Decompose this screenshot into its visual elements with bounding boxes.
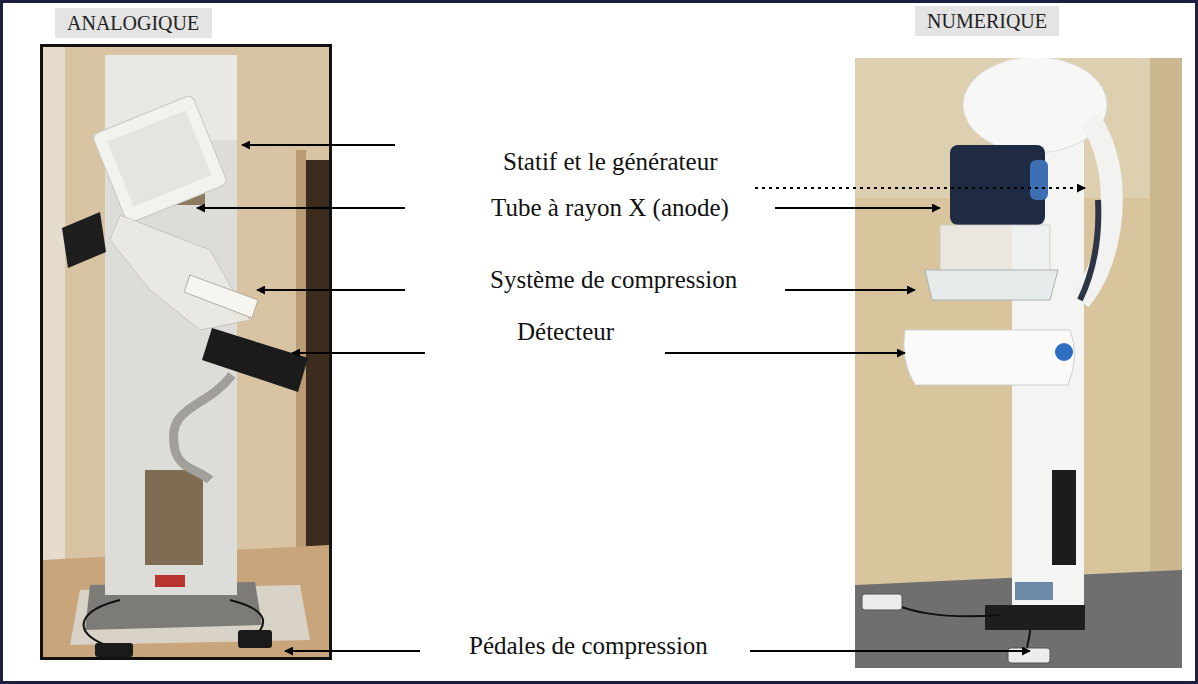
part-label: Statif et le générateur	[503, 147, 717, 177]
part-label: Pédales de compression	[469, 631, 708, 661]
heading-text: ANALOGIQUE	[67, 11, 200, 35]
analog-mammograph-photo	[43, 47, 329, 657]
leader-arrows	[197, 145, 1085, 651]
part-label: Système de compression	[490, 265, 737, 295]
digital-mammograph-photo	[855, 58, 1182, 668]
part-label: Tube à rayon X (anode)	[491, 193, 729, 223]
part-label: Détecteur	[517, 317, 614, 347]
heading-text: NUMERIQUE	[927, 9, 1047, 33]
heading-box: ANALOGIQUE	[55, 8, 212, 38]
heading-box: NUMERIQUE	[915, 6, 1059, 36]
